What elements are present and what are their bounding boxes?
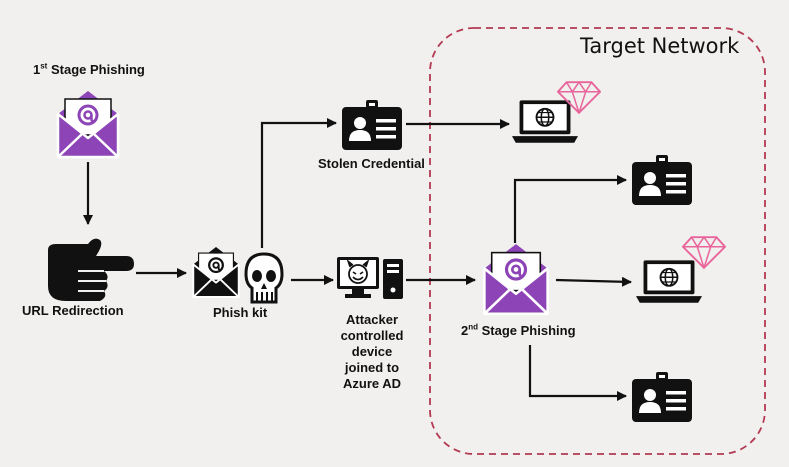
- target-network-title: Target Network: [580, 34, 740, 58]
- second-stage-label: 2nd Stage Phishing: [461, 323, 576, 339]
- right-top-badge-icon: [632, 155, 692, 205]
- first-stage-suffix: st: [40, 61, 48, 71]
- first-stage-label: 1st Stage Phishing: [33, 62, 145, 78]
- arrow-second-stage-to-laptop: [555, 276, 632, 287]
- phish-kit-email-icon: [192, 245, 240, 299]
- attacker-desktop-devil-icon: [337, 257, 403, 299]
- target-network-boundary: [429, 27, 766, 455]
- attacker-line-2: controlled: [340, 328, 404, 343]
- first-stage-number: 1: [33, 62, 41, 77]
- url-redirection-label: URL Redirection: [22, 303, 124, 318]
- second-stage-email-icon: [482, 242, 550, 316]
- arrow-phishkit-to-credential: [260, 118, 337, 248]
- pointing-hand-icon: [48, 238, 134, 301]
- attacker-device-label: Attacker controlled device joined to Azu…: [332, 312, 412, 392]
- attacker-line-4: joined to: [344, 360, 400, 375]
- phish-kit-label: Phish kit: [213, 305, 268, 320]
- second-stage-suffix: nd: [468, 322, 479, 332]
- stolen-credential-label: Stolen Credential: [318, 156, 425, 171]
- right-bottom-badge-icon: [632, 372, 692, 422]
- first-stage-text: Stage Phishing: [47, 62, 145, 77]
- second-stage-text: Stage Phishing: [478, 323, 576, 338]
- right-laptop-icon: [636, 260, 702, 304]
- arrow-second-stage-to-badge-top: [513, 175, 627, 243]
- stolen-credential-badge-icon: [342, 100, 402, 150]
- second-stage-number: 2: [461, 323, 469, 338]
- arrow-second-stage-to-badge-bottom: [528, 345, 627, 401]
- attacker-line-1: Attacker: [345, 312, 399, 327]
- flow-arrows: [83, 118, 632, 401]
- first-stage-email-icon: [56, 89, 120, 159]
- top-laptop-icon: [512, 100, 578, 144]
- attacker-line-5: Azure AD: [342, 376, 402, 391]
- skull-icon: [244, 252, 284, 304]
- attacker-line-3: device: [351, 344, 393, 359]
